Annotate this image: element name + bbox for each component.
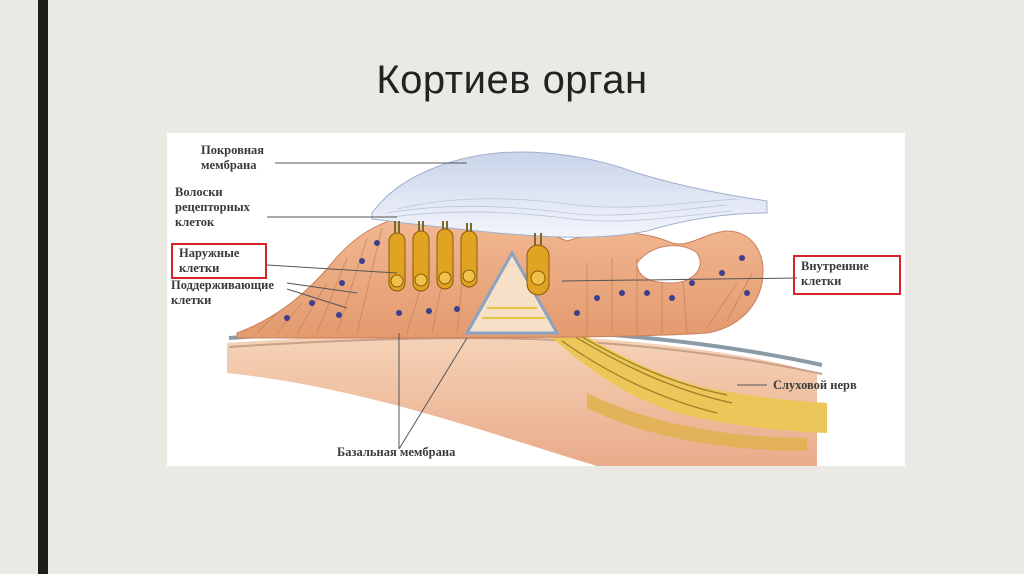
label-tectorial-membrane: Покровная мембрана xyxy=(201,143,264,173)
auditory-nerve-bundle xyxy=(552,323,827,433)
highlight-box-outer-cells xyxy=(171,243,267,279)
label-line: мембрана xyxy=(201,158,257,172)
label-line: клетки xyxy=(801,274,842,288)
label-line: Волоски xyxy=(175,185,223,199)
outer-hair-cells xyxy=(388,228,478,292)
slide-accent-bar xyxy=(38,0,48,574)
organ-of-corti-diagram: Покровная мембрана Волоски рецепторных к… xyxy=(167,133,905,466)
receptor-hairs xyxy=(394,221,542,245)
tectorial-membrane xyxy=(371,151,768,238)
label-line: Внутренние xyxy=(801,259,869,273)
label-receptor-hairs: Волоски рецепторных клеток xyxy=(175,185,250,230)
slide-title: Кортиев орган xyxy=(376,58,648,102)
label-auditory-nerve: Слуховой нерв xyxy=(773,378,857,392)
cell-nuclei xyxy=(284,240,750,321)
label-inner-cells: Внутренние клетки xyxy=(801,259,869,289)
label-basilar-membrane: Базальная мембрана xyxy=(337,445,456,459)
label-line: рецепторных xyxy=(175,200,250,214)
label-supporting-cells: Поддерживающие клетки xyxy=(171,278,274,308)
membrane-fibers xyxy=(386,198,738,222)
label-outer-cells: Наружные клетки xyxy=(179,246,239,276)
highlight-box-inner-cells xyxy=(793,255,901,295)
label-line: Покровная xyxy=(201,143,265,157)
diagram-illustration xyxy=(227,151,827,466)
label-line: Наружные xyxy=(179,246,240,260)
inner-hair-cell xyxy=(526,244,550,296)
leader-lines xyxy=(266,162,798,450)
label-line: Поддерживающие xyxy=(171,278,274,292)
label-line: клетки xyxy=(179,261,220,275)
label-line: клеток xyxy=(175,215,215,229)
inner-sulcus xyxy=(636,245,701,284)
label-line: клетки xyxy=(171,293,212,307)
